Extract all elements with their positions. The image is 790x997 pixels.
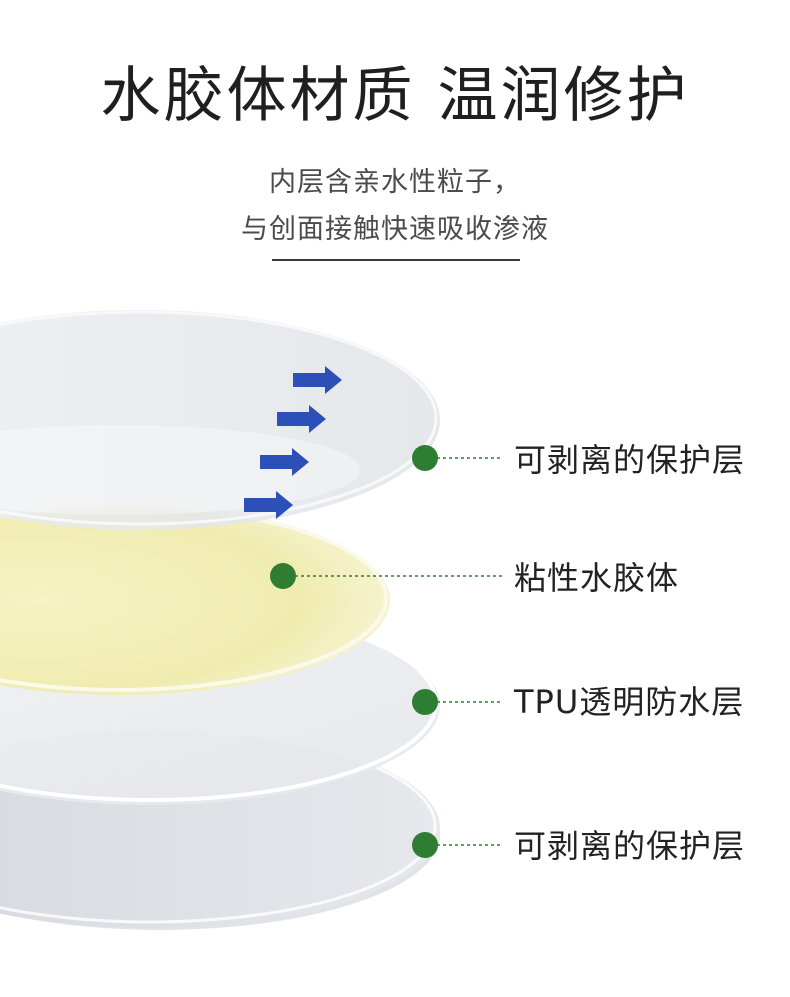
marker-dot-2 (270, 563, 296, 589)
layer-label-top-protective: 可剥离的保护层 (514, 441, 746, 479)
marker-dot-1 (412, 445, 438, 471)
subtitle-underline (272, 259, 520, 261)
marker-dot-4 (412, 832, 438, 858)
arrow-icon (260, 448, 309, 476)
arrow-icon (293, 366, 342, 394)
layer-label-bottom-protective: 可剥离的保护层 (514, 827, 746, 865)
page-title: 水胶体材质 温润修护 (100, 61, 690, 131)
arrow-icon (244, 491, 293, 519)
arrow-icon (277, 405, 326, 433)
layer-label-hydrocolloid: 粘性水胶体 (514, 559, 680, 597)
top-protective-layer (0, 310, 440, 530)
subtitle-line-2: 与创面接触快速吸收渗液 (241, 214, 549, 245)
marker-dot-3 (412, 689, 438, 715)
subtitle-line-1: 内层含亲水性粒子， (269, 167, 521, 198)
layer-label-tpu: TPU透明防水层 (514, 683, 745, 721)
